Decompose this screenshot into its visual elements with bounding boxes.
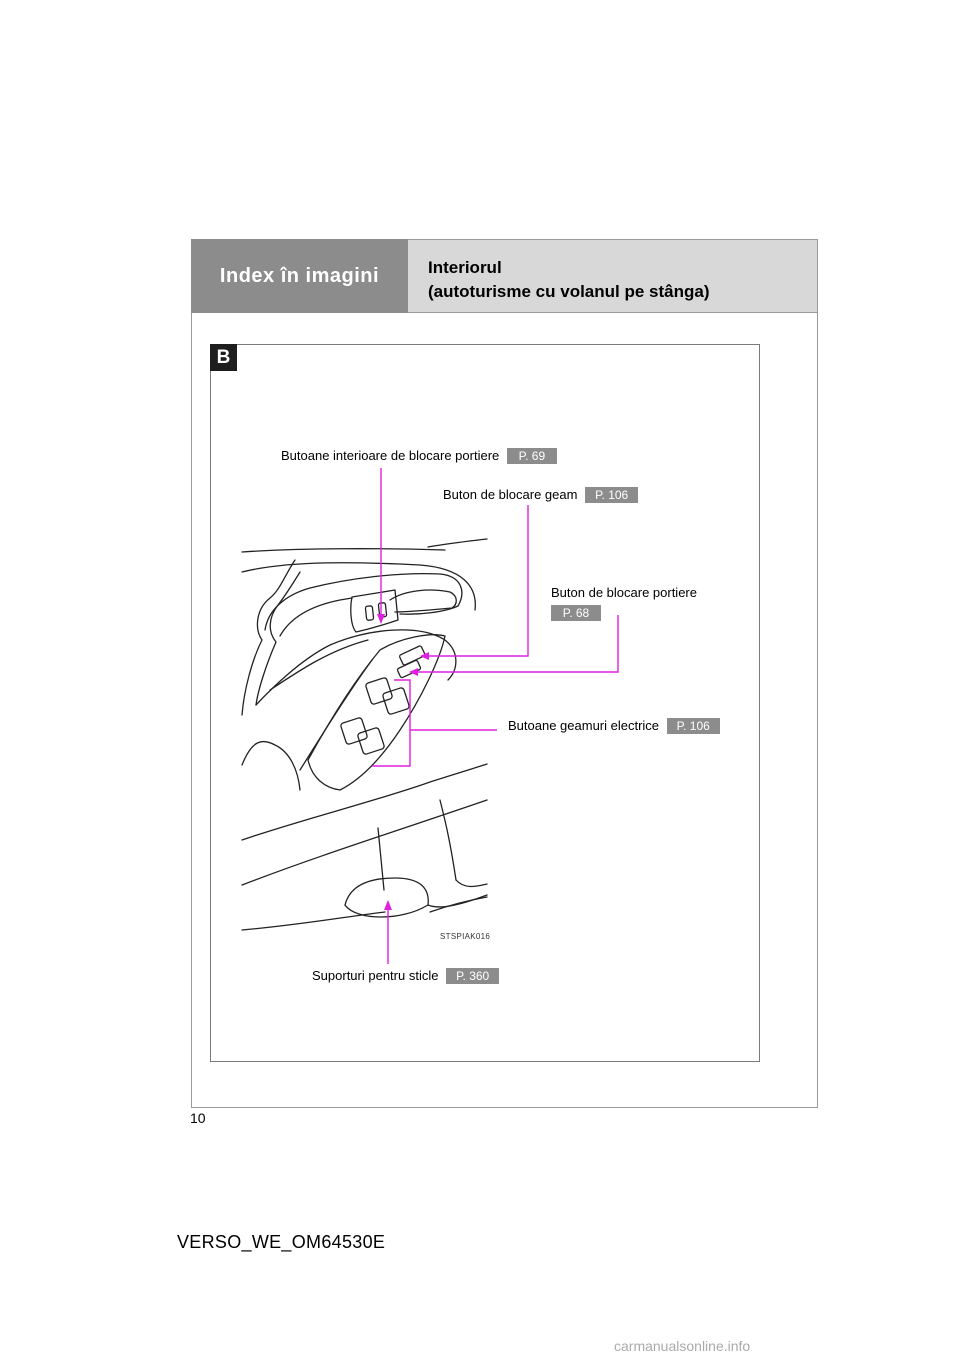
document-code: VERSO_WE_OM64530E	[177, 1232, 386, 1252]
page-ref-link[interactable]: P. 69	[506, 448, 557, 464]
section-title: Index în imagini	[219, 264, 380, 287]
page-number: 10	[190, 1110, 206, 1126]
callout-label: Buton de blocare geam	[443, 487, 578, 502]
page-title-line1: Interiorul	[428, 258, 502, 277]
callout-label: Butoane interioare de blocare portiere	[281, 448, 500, 463]
figure-badge: B	[210, 344, 237, 371]
figure-panel	[210, 344, 760, 1062]
page-ref-link[interactable]: P. 106	[585, 487, 639, 503]
callout-door-lock-buttons: Butoane interioare de blocare portiere P…	[281, 448, 557, 464]
callout-label: Butoane geamuri electrice	[508, 718, 660, 733]
page-ref-link[interactable]: P. 106	[666, 718, 720, 734]
page-ref-link[interactable]: P. 360	[446, 968, 500, 984]
callout-bottle-holders: Suporturi pentru sticle P. 360	[312, 968, 500, 984]
callout-label: Buton de blocare portiere	[551, 585, 697, 600]
page-header: Interiorul (autoturisme cu volanul pe st…	[408, 239, 818, 313]
page-ref-link[interactable]: P. 68	[551, 605, 601, 621]
page-title-line2: (autoturisme cu volanul pe stânga)	[428, 282, 710, 301]
callout-power-windows: Butoane geamuri electrice P. 106	[508, 718, 720, 734]
callout-door-lock: Buton de blocare portiere P. 68	[551, 585, 697, 621]
image-code: STSPIAK016	[440, 932, 491, 941]
section-header: Index în imagini	[191, 239, 408, 313]
callout-label: Suporturi pentru sticle	[312, 968, 439, 983]
footer-watermark: carmanualsonline.info	[614, 1338, 751, 1354]
callout-window-lock: Buton de blocare geam P. 106	[443, 487, 639, 503]
